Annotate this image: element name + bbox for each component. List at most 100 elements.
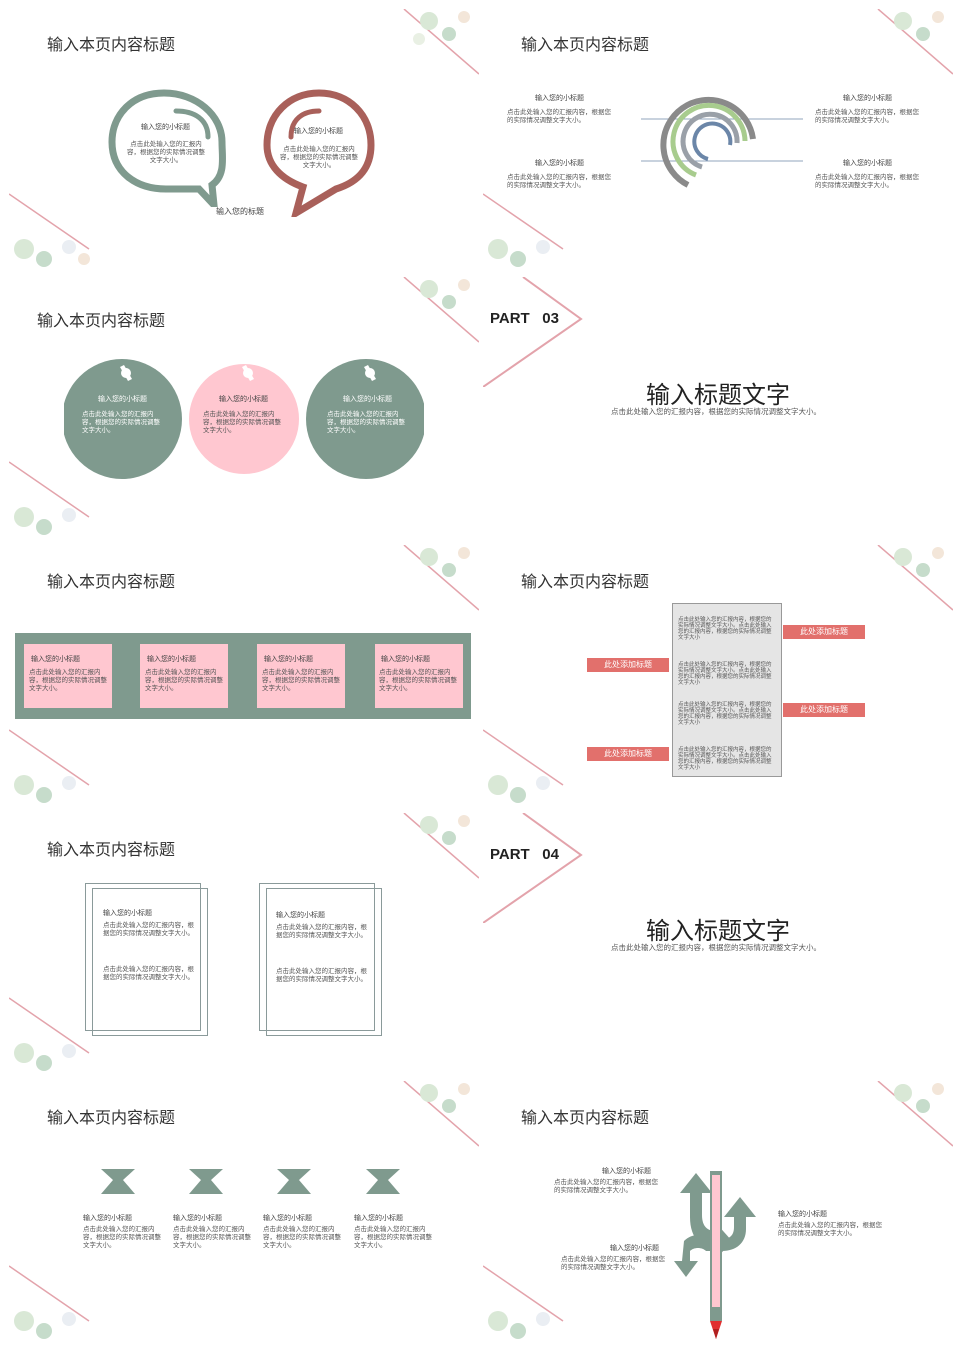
frame-2-subtitle: 输入您的小标题	[276, 912, 325, 919]
circle-3-subtitle: 输入您的小标题	[343, 396, 392, 403]
card-3	[257, 644, 345, 708]
three-circles-graphic	[64, 358, 424, 480]
panel-row-2: 点击此处输入您的汇报内容，根据您的实际情况调整文字大小。点击此处输入您的汇报内容…	[678, 662, 772, 686]
tag-left-2: 此处添加标题	[587, 747, 669, 761]
card-4	[375, 644, 463, 708]
item-1-body: 点击此处输入您的汇报内容，根据您的实际情况调整文字大小。	[83, 1226, 161, 1249]
floral-decoration	[9, 1081, 479, 1339]
panel-row-3: 点击此处输入您的汇报内容，根据您的实际情况调整文字大小。点击此处输入您的汇报内容…	[678, 702, 772, 726]
slide-9[interactable]: 输入本页内容标题 输入您的小标题 点击此处输入您的汇报内容，根据您的实际情况调整…	[9, 1081, 479, 1343]
circle-2-subtitle: 输入您的小标题	[219, 396, 268, 403]
item-4-body: 点击此处输入您的汇报内容，根据您的实际情况调整文字大小。	[815, 174, 919, 189]
item-2-body: 点击此处输入您的汇报内容，根据您的实际情况调整文字大小。	[507, 174, 611, 189]
card-2	[140, 644, 228, 708]
speech-bubble-green	[108, 89, 227, 207]
pencil-arrows-graphic	[674, 1171, 756, 1339]
item-1-subtitle: 输入您的小标题	[83, 1215, 132, 1222]
circle-1-body: 点击此处输入您的汇报内容，根据您的实际情况调整文字大小。	[82, 411, 160, 434]
card-1-subtitle: 输入您的小标题	[31, 656, 80, 663]
gray-panel	[672, 603, 782, 777]
bubble-2-subtitle: 输入您的小标题	[294, 128, 343, 135]
page-title: 输入本页内容标题	[47, 1110, 176, 1127]
floral-decoration	[9, 277, 479, 535]
frame-2-body-1: 点击此处输入您的汇报内容，根据您的实际情况调整文字大小。	[276, 924, 367, 939]
slide-1[interactable]: 输入本页内容标题 输入您的小标题 点击此处输入您的汇报内容，根据您的实际情况调整…	[9, 9, 479, 271]
item-2-body: 点击此处输入您的汇报内容，根据您的实际情况调整文字大小。	[778, 1222, 882, 1237]
item-3-subtitle: 输入您的小标题	[610, 1245, 659, 1252]
page-title: 输入本页内容标题	[47, 37, 176, 54]
circle-3-body: 点击此处输入您的汇报内容，根据您的实际情况调整文字大小。	[327, 411, 405, 434]
section-description: 点击此处输入您的汇报内容，根据您的实际情况调整文字大小。	[611, 943, 821, 952]
floral-decoration	[483, 545, 953, 803]
item-1-body: 点击此处输入您的汇报内容，根据您的实际情况调整文字大小。	[554, 1179, 658, 1194]
page-title: 输入本页内容标题	[37, 313, 166, 330]
slide-4[interactable]: PART 03 输入标题文字 点击此处输入您的汇报内容，根据您的实际情况调整文字…	[483, 277, 953, 539]
page-title: 输入本页内容标题	[521, 37, 650, 54]
item-1-body: 点击此处输入您的汇报内容，根据您的实际情况调整文字大小。	[507, 109, 611, 124]
bottom-title: 输入您的标题	[216, 207, 264, 216]
card-4-subtitle: 输入您的小标题	[381, 656, 430, 663]
slide-3[interactable]: 输入本页内容标题 输入您的小标题 点击此处输入您的汇报内容，根据您的实际情况调整…	[9, 277, 479, 539]
slide-10[interactable]: 输入本页内容标题 输入您的小标题 点击此处输入您的汇报内容，根据您的实际情况调整…	[483, 1081, 953, 1343]
circle-2-body: 点击此处输入您的汇报内容，根据您的实际情况调整文字大小。	[203, 411, 281, 434]
pink-chevron-decoration	[483, 813, 583, 923]
bubble-1-body: 点击此处输入您的汇报内容，根据您的实际情况调整文字大小。	[127, 141, 205, 164]
bubble-1-subtitle: 输入您的小标题	[141, 124, 190, 131]
section-description: 点击此处输入您的汇报内容，根据您的实际情况调整文字大小。	[611, 407, 821, 416]
part-word: PART	[490, 846, 530, 863]
part-word: PART	[490, 310, 530, 327]
part-label: PART 03	[490, 310, 559, 327]
frame-2-body-2: 点击此处输入您的汇报内容，根据您的实际情况调整文字大小。	[276, 968, 367, 983]
tag-left-1: 此处添加标题	[587, 658, 669, 672]
item-3-body: 点击此处输入您的汇报内容，根据您的实际情况调整文字大小。	[815, 109, 919, 124]
panel-row-4: 点击此处输入您的汇报内容，根据您的实际情况调整文字大小。点击此处输入您的汇报内容…	[678, 747, 772, 771]
card-1-body: 点击此处输入您的汇报内容，根据您的实际情况调整文字大小。	[29, 669, 107, 692]
page-title: 输入本页内容标题	[521, 574, 650, 591]
page-title: 输入本页内容标题	[47, 842, 176, 859]
bubble-2-body: 点击此处输入您的汇报内容，根据您的实际情况调整文字大小。	[280, 146, 358, 169]
floral-top-right-decoration	[9, 9, 479, 267]
concentric-arcs-graphic	[641, 96, 803, 188]
item-4-subtitle: 输入您的小标题	[843, 160, 892, 167]
part-number: 03	[542, 310, 559, 327]
item-2-subtitle: 输入您的小标题	[535, 160, 584, 167]
floral-decoration	[9, 813, 479, 1071]
frame-2-front	[266, 888, 382, 1036]
item-2-subtitle: 输入您的小标题	[778, 1211, 827, 1218]
tag-right-1: 此处添加标题	[783, 625, 865, 639]
slide-6[interactable]: 输入本页内容标题 点击此处输入您的汇报内容，根据您的实际情况调整文字大小。点击此…	[483, 545, 953, 807]
panel-row-1: 点击此处输入您的汇报内容，根据您的实际情况调整文字大小。点击此处输入您的汇报内容…	[678, 617, 772, 641]
card-1	[24, 644, 112, 708]
hourglass-icons-row	[101, 1169, 400, 1194]
circle-1-subtitle: 输入您的小标题	[98, 396, 147, 403]
card-2-subtitle: 输入您的小标题	[147, 656, 196, 663]
slide-8[interactable]: PART 04 输入标题文字 点击此处输入您的汇报内容，根据您的实际情况调整文字…	[483, 813, 953, 1075]
frame-1-front	[92, 888, 208, 1036]
section-heading: 输入标题文字	[646, 382, 790, 409]
frame-1-subtitle: 输入您的小标题	[103, 910, 152, 917]
page-title: 输入本页内容标题	[47, 574, 176, 591]
card-4-body: 点击此处输入您的汇报内容，根据您的实际情况调整文字大小。	[379, 669, 457, 692]
section-heading: 输入标题文字	[646, 918, 790, 945]
item-3-body: 点击此处输入您的汇报内容，根据您的实际情况调整文字大小。	[561, 1256, 665, 1271]
item-1-subtitle: 输入您的小标题	[602, 1168, 651, 1175]
slide-2[interactable]: 输入本页内容标题 输入您的小标题 点击此处输入您的汇报内容，根据您的实际情况调整…	[483, 9, 953, 271]
item-3-subtitle: 输入您的小标题	[843, 95, 892, 102]
frame-2-back	[259, 883, 375, 1031]
tag-right-2: 此处添加标题	[783, 703, 865, 717]
item-4-subtitle: 输入您的小标题	[354, 1215, 403, 1222]
frame-1-back	[85, 883, 201, 1031]
floral-decoration	[483, 1081, 953, 1339]
floral-decoration	[483, 9, 953, 267]
frame-1-body-2: 点击此处输入您的汇报内容，根据您的实际情况调整文字大小。	[103, 966, 194, 981]
item-3-body: 点击此处输入您的汇报内容，根据您的实际情况调整文字大小。	[263, 1226, 341, 1249]
slide-5[interactable]: 输入本页内容标题 输入您的小标题 点击此处输入您的汇报内容，根据您的实际情况调整…	[9, 545, 479, 807]
item-4-body: 点击此处输入您的汇报内容，根据您的实际情况调整文字大小。	[354, 1226, 432, 1249]
slide-7[interactable]: 输入本页内容标题 输入您的小标题 点击此处输入您的汇报内容，根据您的实际情况调整…	[9, 813, 479, 1075]
card-3-subtitle: 输入您的小标题	[264, 656, 313, 663]
item-2-body: 点击此处输入您的汇报内容，根据您的实际情况调整文字大小。	[173, 1226, 251, 1249]
card-2-body: 点击此处输入您的汇报内容，根据您的实际情况调整文字大小。	[145, 669, 223, 692]
item-1-subtitle: 输入您的小标题	[535, 95, 584, 102]
card-3-body: 点击此处输入您的汇报内容，根据您的实际情况调整文字大小。	[262, 669, 340, 692]
item-2-subtitle: 输入您的小标题	[173, 1215, 222, 1222]
